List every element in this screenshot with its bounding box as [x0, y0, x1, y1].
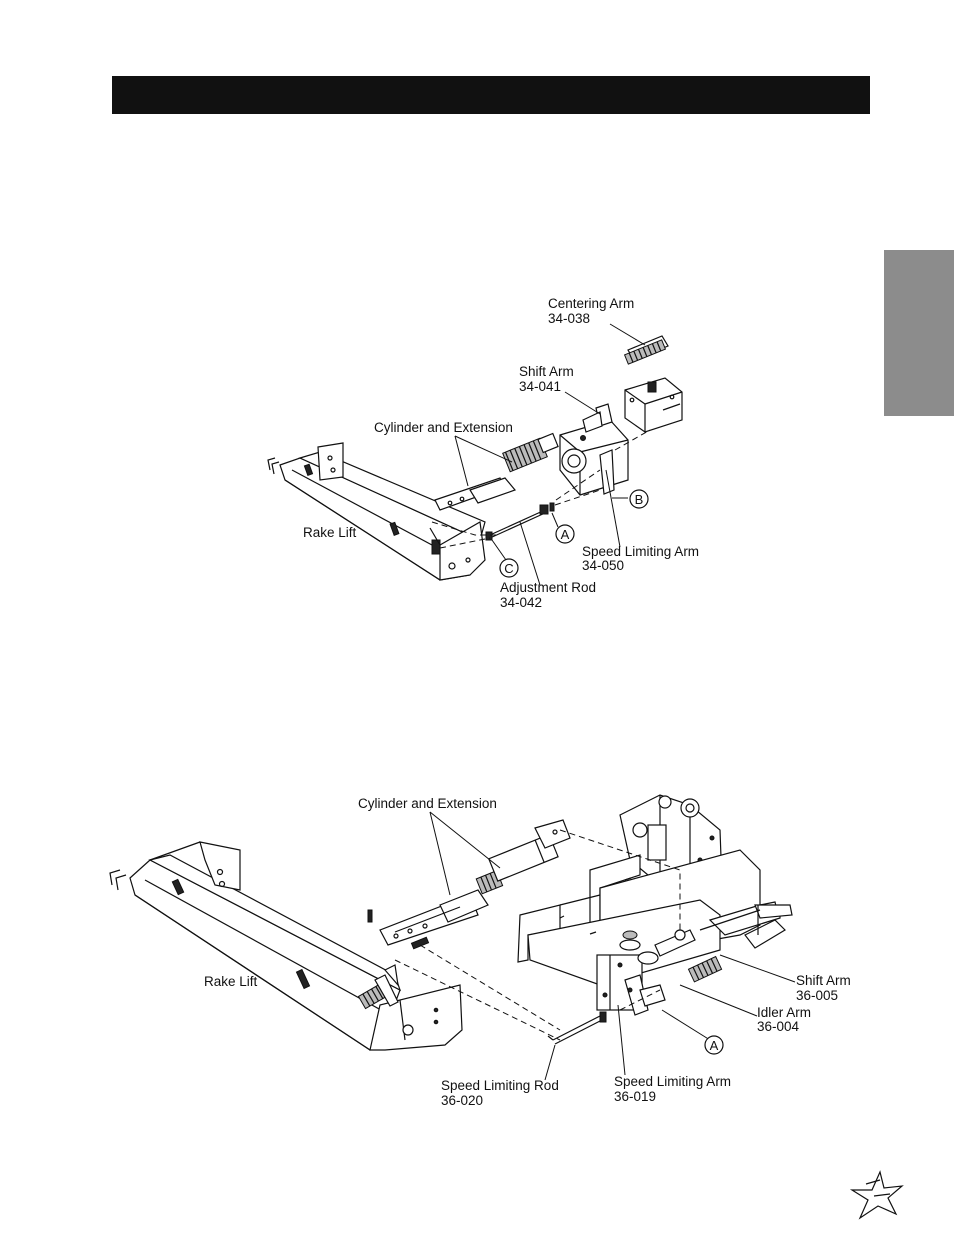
rake-lift-label-2: Rake Lift [204, 974, 258, 989]
rake-lift-1-drawing [267, 442, 486, 581]
speed-limiting-arm-part-number-2: 36-019 [614, 1089, 656, 1104]
callout-b-1: B [629, 489, 649, 509]
speed-limiting-rod-label: Speed Limiting Rod [441, 1078, 559, 1093]
diagram-1: A B C Centering Arm 34-038 Shift Arm 34-… [267, 296, 699, 610]
cylinder-extension-label-2: Cylinder and Extension [358, 796, 497, 811]
callout-c-1: C [499, 558, 519, 578]
diagram-2: A Cylinder and Extension Rake Lift Shift… [109, 794, 851, 1108]
centering-arm-label: Centering Arm [548, 296, 634, 311]
idler-arm-label: Idler Arm [757, 1005, 811, 1020]
shift-arm-part-number-2: 36-005 [796, 988, 838, 1003]
speed-limiting-arm-part-number: 34-050 [582, 558, 624, 573]
speed-limiting-arm-label-2: Speed Limiting Arm [614, 1074, 731, 1089]
centering-bracket-1-drawing [624, 377, 683, 433]
speed-limiting-rod-2-drawing [547, 1011, 607, 1045]
cylinder-extension-label: Cylinder and Extension [374, 420, 513, 435]
shift-arm-part-number: 34-041 [519, 379, 561, 394]
callout-c-label: C [504, 561, 513, 576]
leader-lines-2 [429, 811, 796, 1081]
cylinder-1-drawing [434, 432, 559, 511]
speed-limiting-arm-label: Speed Limiting Arm [582, 544, 699, 559]
centering-arm-1-drawing [623, 335, 669, 365]
centering-arm-part-number: 34-038 [548, 311, 590, 326]
star-logo-icon [849, 1170, 904, 1220]
adjustment-rod-label: Adjustment Rod [500, 580, 596, 595]
idler-arm-part-number: 36-004 [757, 1019, 800, 1034]
section-header-bar [112, 76, 870, 114]
leader-lines-1 [454, 323, 646, 586]
callout-b-label: B [635, 492, 644, 507]
shift-arm-label: Shift Arm [519, 364, 574, 379]
speed-limiting-lever-2-drawing [699, 901, 793, 949]
pump-1-drawing [559, 403, 629, 496]
section-side-tab [884, 250, 954, 416]
shift-arm-label-2: Shift Arm [796, 973, 851, 988]
rake-lift-2-drawing [109, 841, 463, 1051]
adjustment-rod-part-number: 34-042 [500, 595, 542, 610]
callout-a-2: A [704, 1035, 724, 1055]
adjustment-rod-1-drawing [485, 502, 555, 541]
callout-a-label: A [561, 527, 570, 542]
cylinder-2-drawing [367, 819, 571, 950]
rake-lift-label: Rake Lift [303, 525, 357, 540]
callout-a-label-2: A [710, 1038, 719, 1053]
alignment-lines-1 [431, 429, 651, 549]
speed-limiting-rod-part-number: 36-020 [441, 1093, 483, 1108]
alignment-lines-2 [394, 829, 681, 1041]
callout-a-1: A [555, 524, 575, 544]
